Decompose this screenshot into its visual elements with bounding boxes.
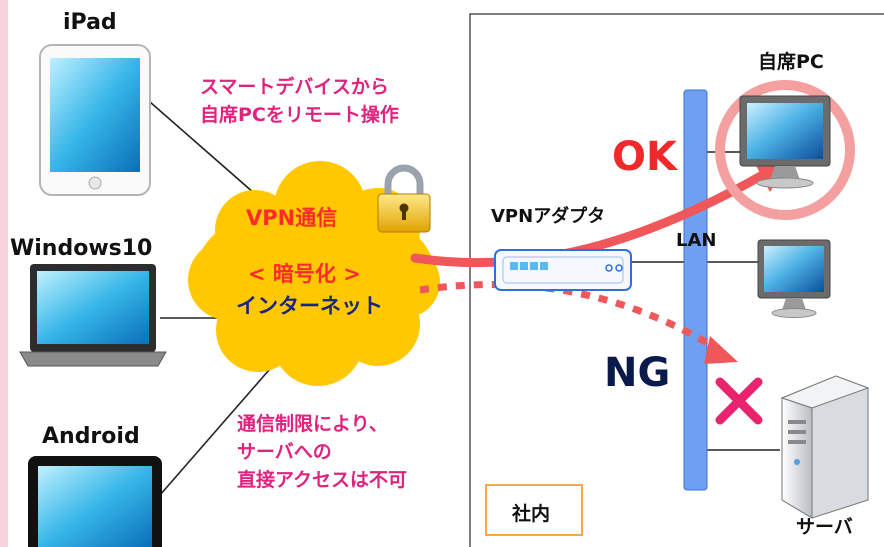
lan-label: LAN (676, 230, 717, 251)
server-icon (780, 375, 870, 519)
internet-cloud (188, 161, 440, 386)
restrict-note-line3: 直接アクセスは不可 (237, 469, 408, 491)
android-label: Android (42, 424, 140, 449)
highlight-ring (715, 80, 855, 220)
ipad-label: iPad (63, 10, 117, 35)
laptop-icon (19, 264, 167, 367)
ok-label: OK (612, 134, 677, 180)
padlock-icon (377, 164, 431, 233)
blocked-path (419, 281, 724, 355)
monitor-icon (739, 95, 831, 189)
office-label: 社内 (512, 503, 551, 525)
remote-note-line1: スマートデバイスから (200, 76, 389, 98)
lan-bar (683, 89, 708, 491)
vpn-adapter-icon (494, 249, 632, 291)
ng-label: NG (604, 350, 671, 396)
restrict-note-line1: 通信制限により、 (237, 413, 388, 435)
windows-label: Windows10 (10, 236, 153, 261)
android-tablet-icon (28, 456, 162, 547)
office-tag-box (485, 484, 583, 536)
cross-icon (715, 377, 763, 425)
restrict-note-line2: サーバへの (237, 441, 332, 463)
vpn-adapter-label: VPNアダプタ (491, 206, 606, 227)
server-label: サーバ (796, 516, 853, 538)
my-pc-label: 自席PC (758, 51, 824, 73)
vpn-label: VPN通信 (246, 206, 338, 230)
vpn-path (410, 167, 773, 268)
monitor-icon (757, 239, 831, 318)
encrypt-label: < 暗号化 > (248, 262, 361, 286)
left-edge-strip (0, 0, 8, 547)
remote-note-line2: 自席PCをリモート操作 (200, 104, 399, 126)
blocked-arrowhead (704, 336, 738, 364)
internet-label: インターネット (236, 294, 383, 318)
ipad-icon (39, 44, 151, 196)
